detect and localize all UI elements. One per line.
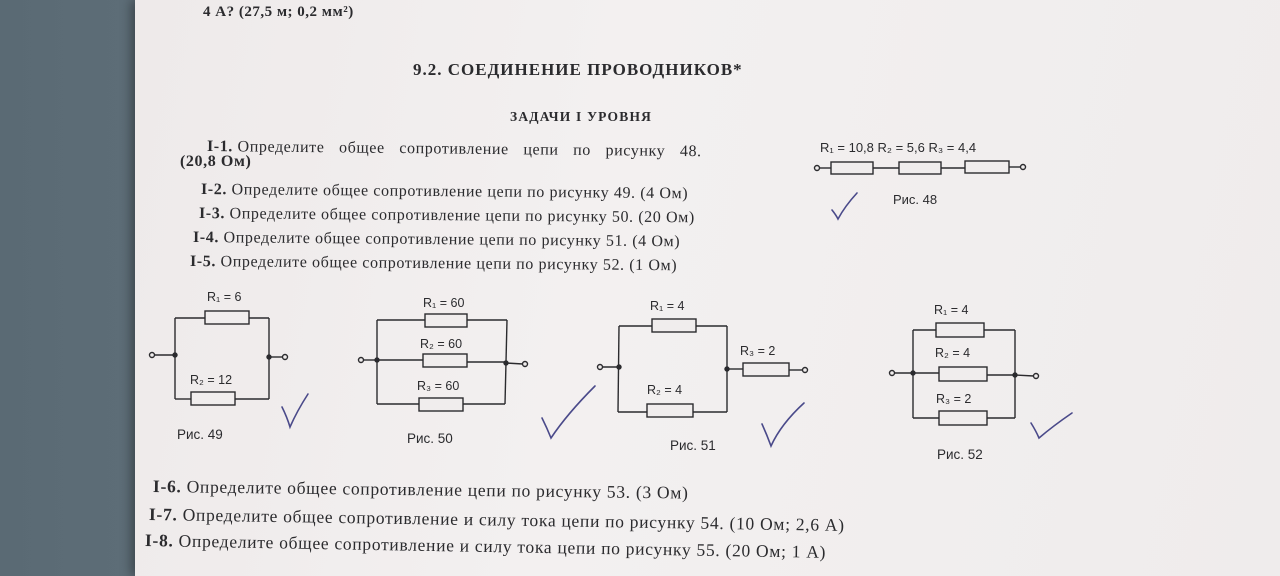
textbook-page: 4 А? (27,5 м; 0,2 мм²) 9.2. СОЕДИНЕНИЕ П… — [135, 0, 1280, 576]
section-title: 9.2. СОЕДИНЕНИЕ ПРОВОДНИКОВ* — [413, 60, 743, 79]
fig50-r1-resistor — [424, 313, 468, 328]
fig51-r1-resistor — [651, 318, 697, 333]
fig51-circuit — [596, 318, 809, 418]
check-mark-fig48 — [831, 192, 858, 221]
fig49-circuit — [148, 310, 289, 406]
fig50-r3-resistor — [418, 397, 464, 412]
fig48-r3-resistor — [964, 160, 1010, 174]
fig50-r3-label: R₃ = 60 — [417, 379, 460, 393]
fig49-r2-label: R₂ = 12 — [190, 373, 233, 387]
fig49-r1-resistor — [204, 310, 250, 325]
handwritten-checkmarks — [281, 192, 1073, 449]
fig52-r3-label: R₃ = 2 — [936, 392, 972, 406]
fig50-r2-label: R₂ = 60 — [420, 337, 463, 351]
check-mark-fig52 — [1030, 412, 1073, 440]
fig51-r2-resistor — [646, 403, 694, 418]
fig50-circuit — [357, 313, 529, 412]
fig52-caption: Рис. 52 — [937, 447, 983, 462]
fig48-r-labels: R₁ = 10,8 R₂ = 5,6 R₃ = 4,4 — [820, 140, 976, 155]
check-mark-fig51 — [761, 402, 805, 449]
fig48-r1-resistor — [830, 161, 874, 175]
subsection-title: ЗАДАЧИ I УРОВНЯ — [510, 109, 653, 124]
check-mark-fig49 — [281, 393, 309, 430]
fig52-r1-resistor — [935, 322, 985, 338]
fig48-r1-label: R₁ = 10,8 — [820, 140, 874, 155]
fig51-r2-label: R₂ = 4 — [647, 383, 683, 397]
fig52-r1-label: R₁ = 4 — [934, 303, 969, 317]
fig49-r2-resistor — [190, 391, 236, 406]
fig50-caption: Рис. 50 — [407, 431, 453, 446]
fig48-caption: Рис. 48 — [893, 192, 938, 207]
fig48-r2-label: R₂ = 5,6 — [877, 140, 925, 155]
circuit-diagrams — [148, 160, 1073, 449]
fig52-circuit — [888, 322, 1040, 426]
check-mark-fig50 — [541, 385, 596, 440]
fig51-r1-label: R₁ = 4 — [650, 299, 685, 313]
fig48-r2-resistor — [898, 161, 942, 175]
top-cut-text: 4 А? (27,5 м; 0,2 мм²) — [203, 4, 354, 20]
fig51-r3-resistor — [742, 362, 790, 377]
fig52-r3-resistor — [938, 410, 988, 426]
fig52-r2-resistor — [938, 366, 988, 382]
fig51-caption: Рис. 51 — [670, 438, 716, 453]
fig49-r1-label: R₁ = 6 — [207, 290, 242, 304]
problem-1-answer: (20,8 Ом) — [180, 153, 252, 170]
fig48-r3-label: R₃ = 4,4 — [928, 140, 977, 155]
fig50-r1-label: R₁ = 60 — [423, 296, 465, 310]
fig49-caption: Рис. 49 — [177, 427, 223, 442]
fig51-r3-label: R₃ = 2 — [740, 344, 776, 358]
fig48-circuit — [813, 160, 1027, 175]
fig52-r2-label: R₂ = 4 — [935, 346, 971, 360]
fig50-r2-resistor — [422, 353, 468, 368]
